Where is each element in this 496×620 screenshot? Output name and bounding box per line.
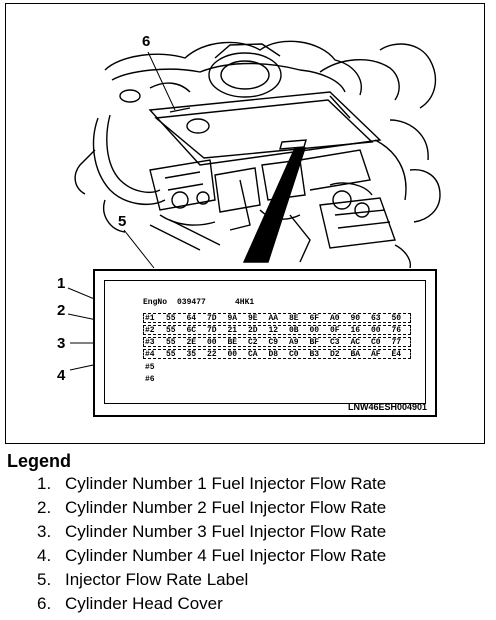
flow-rate-value: 2E bbox=[186, 338, 197, 347]
callout-6: 6 bbox=[142, 33, 151, 50]
flow-rate-value: D8 bbox=[268, 350, 279, 359]
flow-rate-value: C9 bbox=[268, 338, 279, 347]
flow-rate-row: #4 55 35 22 00 CA D8 C0 B3 D2 BA AF E4 bbox=[143, 349, 411, 359]
flow-rate-value: 77 bbox=[391, 338, 402, 347]
flow-rate-value: AF bbox=[371, 350, 381, 359]
injector-flow-rate-label: EngNo 039477 4HK1 #1 55 64 7D 9A 9E AA 8E 6F A0 90… bbox=[93, 269, 437, 417]
cylinder-id: #3 bbox=[145, 338, 155, 347]
flow-rate-row: #1 55 64 7D 9A 9E AA 8E 6F A0 90 63 50 bbox=[143, 313, 411, 323]
legend-title: Legend bbox=[7, 451, 72, 471]
cylinder-id: #4 bbox=[145, 350, 155, 359]
legend-item: 1. Cylinder Number 1 Fuel Injector Flow R… bbox=[37, 474, 386, 494]
legend-item-text: Injector Flow Rate Label bbox=[65, 570, 249, 589]
callout-3: 3 bbox=[57, 335, 66, 352]
flow-rate-value: BE bbox=[227, 338, 238, 347]
legend-item: 3. Cylinder Number 3 Fuel Injector Flow R… bbox=[37, 522, 386, 542]
legend-item-number: 2. bbox=[37, 498, 52, 517]
flow-rate-value: 00 bbox=[371, 326, 381, 335]
callout-4: 4 bbox=[57, 367, 66, 384]
flow-rate-value: 22 bbox=[207, 350, 217, 359]
flow-rate-value: BF bbox=[309, 338, 320, 347]
flow-rate-value: 0F bbox=[330, 326, 340, 335]
flow-rate-value: 90 bbox=[350, 314, 361, 323]
cylinder-id: #2 bbox=[145, 326, 155, 335]
legend-item-text: Cylinder Number 1 Fuel Injector Flow Rat… bbox=[65, 474, 387, 493]
flow-rate-row: #3 55 2E 00 BE C2 C9 A9 BF C3 AC C0 77 bbox=[143, 337, 411, 347]
label-row-cyl5: #5 bbox=[145, 363, 155, 372]
flow-rate-value: 76 bbox=[391, 326, 402, 335]
flow-rate-value: 9A bbox=[227, 314, 238, 323]
flow-rate-value: A0 bbox=[330, 314, 340, 323]
flow-rate-value: 00 bbox=[207, 338, 217, 347]
flow-rate-value: C3 bbox=[330, 338, 340, 347]
flow-rate-value: 35 bbox=[186, 350, 197, 359]
flow-rate-value: 6C bbox=[186, 326, 197, 335]
legend-item-number: 3. bbox=[37, 522, 52, 541]
legend-item: 2. Cylinder Number 2 Fuel Injector Flow R… bbox=[37, 498, 386, 518]
legend-item-text: Cylinder Number 4 Fuel Injector Flow Rat… bbox=[65, 546, 387, 565]
label-engine-model: 4HK1 bbox=[235, 298, 255, 307]
callout-2: 2 bbox=[57, 302, 66, 319]
flow-rate-value: AC bbox=[350, 338, 361, 347]
legend-item: 5. Injector Flow Rate Label bbox=[37, 570, 248, 590]
flow-rate-value: 7D bbox=[207, 314, 217, 323]
flow-rate-value: 64 bbox=[186, 314, 197, 323]
legend-item-text: Cylinder Head Cover bbox=[65, 594, 223, 613]
flow-rate-value: 0B bbox=[289, 326, 299, 335]
flow-rate-value: CA bbox=[248, 350, 258, 359]
label-row-cyl6: #6 bbox=[145, 375, 155, 384]
legend-item-number: 5. bbox=[37, 570, 52, 589]
flow-rate-value: BA bbox=[350, 350, 361, 359]
legend-item-number: 1. bbox=[37, 474, 52, 493]
flow-rate-value: C0 bbox=[289, 350, 299, 359]
legend-item-text: Cylinder Number 2 Fuel Injector Flow Rat… bbox=[65, 498, 387, 517]
flow-rate-value: 50 bbox=[391, 314, 402, 323]
flow-rate-value: C2 bbox=[248, 338, 258, 347]
flow-rate-value: B3 bbox=[309, 350, 320, 359]
flow-rate-value: 55 bbox=[166, 350, 176, 359]
flow-rate-value: 6F bbox=[309, 314, 320, 323]
flow-rate-value: 9E bbox=[248, 314, 258, 323]
flow-rate-value: 2D bbox=[248, 326, 258, 335]
flow-rate-value: 7D bbox=[207, 326, 217, 335]
figure-id: LNW46ESH004901 bbox=[347, 402, 427, 412]
cylinder-id: #1 bbox=[145, 314, 155, 323]
flow-rate-value: C0 bbox=[371, 338, 381, 347]
flow-rate-value: 12 bbox=[268, 326, 279, 335]
flow-rate-value: 8E bbox=[289, 314, 299, 323]
flow-rate-value: 55 bbox=[166, 338, 176, 347]
legend-item-number: 6. bbox=[37, 594, 52, 613]
legend-item: 4. Cylinder Number 4 Fuel Injector Flow R… bbox=[37, 546, 386, 566]
flow-rate-value: A9 bbox=[289, 338, 299, 347]
label-engine-number: 039477 bbox=[177, 298, 206, 307]
label-engine-field: EngNo bbox=[143, 298, 168, 307]
flow-rate-value: 55 bbox=[166, 326, 176, 335]
flow-rate-value: 00 bbox=[227, 350, 238, 359]
flow-rate-value: 00 bbox=[309, 326, 320, 335]
legend-item: 6. Cylinder Head Cover bbox=[37, 594, 223, 614]
flow-rate-row: #2 55 6C 7D 21 2D 12 0B 00 0F 16 00 76 bbox=[143, 325, 411, 335]
callout-1: 1 bbox=[57, 275, 66, 292]
flow-rate-value: 21 bbox=[227, 326, 238, 335]
flow-rate-value: 55 bbox=[166, 314, 176, 323]
flow-rate-value: 16 bbox=[350, 326, 361, 335]
flow-rate-value: E4 bbox=[391, 350, 402, 359]
legend-item-text: Cylinder Number 3 Fuel Injector Flow Rat… bbox=[65, 522, 387, 541]
label-inner-frame: EngNo 039477 4HK1 #1 55 64 7D 9A 9E AA 8E 6F A0 90… bbox=[104, 280, 426, 404]
flow-rate-value: AA bbox=[268, 314, 279, 323]
flow-rate-value: 63 bbox=[371, 314, 381, 323]
legend-item-number: 4. bbox=[37, 546, 52, 565]
callout-5: 5 bbox=[118, 213, 127, 230]
flow-rate-value: D2 bbox=[330, 350, 340, 359]
engine-illustration bbox=[67, 40, 441, 371]
